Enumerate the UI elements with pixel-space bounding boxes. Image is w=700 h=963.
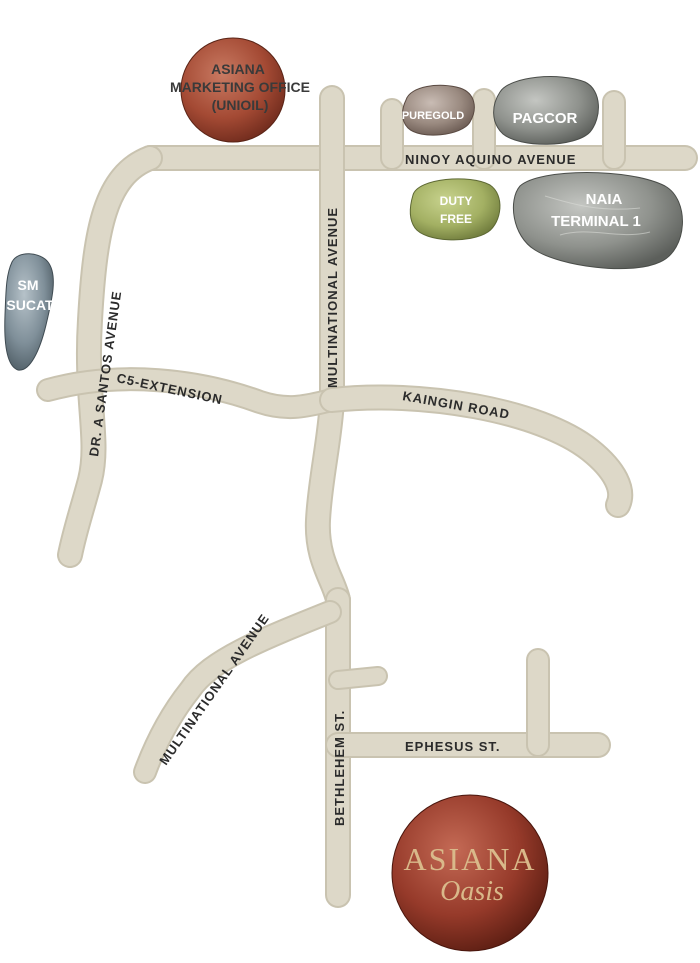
- brand-tagline: Oasis: [440, 876, 504, 907]
- landmark-puregold: PUREGOLD: [402, 84, 475, 136]
- svg-text:SM: SM: [18, 277, 39, 293]
- brand-name: ASIANA: [404, 841, 537, 877]
- bethlehem-street-label: BETHLEHEM ST.: [332, 710, 347, 826]
- svg-text:SUCAT: SUCAT: [6, 297, 54, 313]
- landmark-naia: NAIA TERMINAL 1: [512, 172, 683, 270]
- svg-text:TERMINAL 1: TERMINAL 1: [551, 213, 641, 230]
- ninoy-aquino-avenue-label: NINOY AQUINO AVENUE: [405, 152, 576, 167]
- landmark-duty-free: DUTY FREE: [409, 178, 501, 241]
- svg-text:PAGCOR: PAGCOR: [513, 110, 578, 127]
- landmark-pagcor: PAGCOR: [493, 76, 599, 145]
- landmark-asiana-office: ASIANA MARKETING OFFICE (UNIOIL): [170, 37, 310, 143]
- svg-text:DUTY: DUTY: [440, 194, 473, 208]
- svg-text:ASIANA: ASIANA: [211, 61, 265, 77]
- svg-text:MARKETING OFFICE: MARKETING OFFICE: [170, 79, 310, 95]
- landmark-sm-sucat: SM SUCAT: [4, 253, 54, 371]
- svg-text:PUREGOLD: PUREGOLD: [402, 110, 464, 122]
- svg-text:FREE: FREE: [440, 212, 472, 226]
- ephesus-street-label: EPHESUS ST.: [405, 739, 501, 754]
- svg-text:NAIA: NAIA: [586, 191, 623, 208]
- road-network: [36, 85, 698, 908]
- multinational-avenue-south-label: MULTINATIONAL AVENUE: [156, 611, 272, 768]
- asiana-oasis-logo: ASIANA Oasis: [391, 794, 549, 952]
- multinational-avenue-north-label: MULTINATIONAL AVENUE: [325, 207, 340, 388]
- svg-text:(UNIOIL): (UNIOIL): [212, 97, 269, 113]
